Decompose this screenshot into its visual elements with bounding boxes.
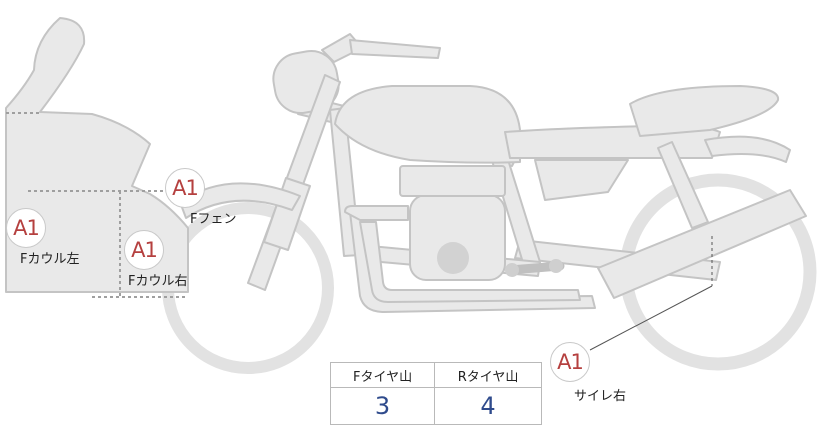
rear-shock [657,141,709,229]
grade-badge-silencer-right[interactable]: A1 [550,342,590,382]
tail-cowl [629,85,780,137]
side-cover [534,159,629,201]
front-tread-value[interactable]: 3 [329,387,436,425]
rear-tread-value[interactable]: 4 [434,387,542,425]
grade-badge-f-cowl-left[interactable]: A1 [6,208,46,248]
fuel-tank [334,85,521,164]
label-f-cowl-right: Fカウル右 [128,274,188,289]
front-cowl [5,17,189,293]
label-f-fender: Fフェン [190,212,237,227]
label-f-cowl-left: Fカウル左 [20,252,80,267]
label-silencer-right: サイレ右 [574,389,627,404]
grade-badge-f-cowl-right[interactable]: A1 [124,230,164,270]
tire-tread-table: Fタイヤ山 Rタイヤ山 3 4 [329,362,542,425]
grade-badge-f-fender[interactable]: A1 [165,168,205,208]
front-wheel [162,202,334,374]
front-fender [179,182,301,219]
rear-tread-header: Rタイヤ山 [434,362,542,388]
silencer [597,189,807,299]
front-tread-header: Fタイヤ山 [329,362,436,388]
